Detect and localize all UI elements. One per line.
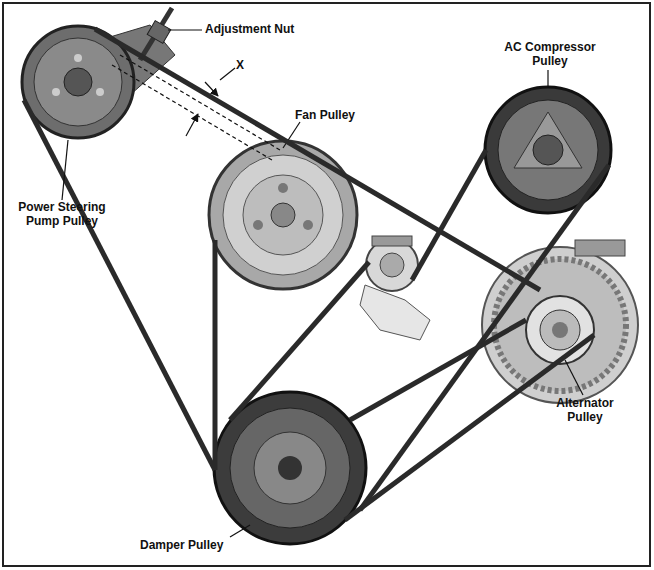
alternator xyxy=(482,240,638,403)
fan-pulley xyxy=(209,122,357,289)
part-label: Alternator Pulley xyxy=(545,396,625,424)
part-label: X xyxy=(236,58,256,72)
frame xyxy=(3,3,650,566)
part-label: Fan Pulley xyxy=(295,108,385,122)
part-label: Power Steering Pump Pulley xyxy=(12,200,112,228)
part-label: Adjustment Nut xyxy=(205,22,325,36)
drive-belt xyxy=(24,29,609,520)
leader-line xyxy=(565,360,583,395)
part-label: Damper Pulley xyxy=(140,538,250,552)
deflection-dimension xyxy=(112,55,280,160)
leader-line xyxy=(62,140,68,200)
tensioner xyxy=(360,236,430,340)
part-label: AC Compressor Pulley xyxy=(500,40,600,68)
adjustment-nut xyxy=(140,8,202,60)
